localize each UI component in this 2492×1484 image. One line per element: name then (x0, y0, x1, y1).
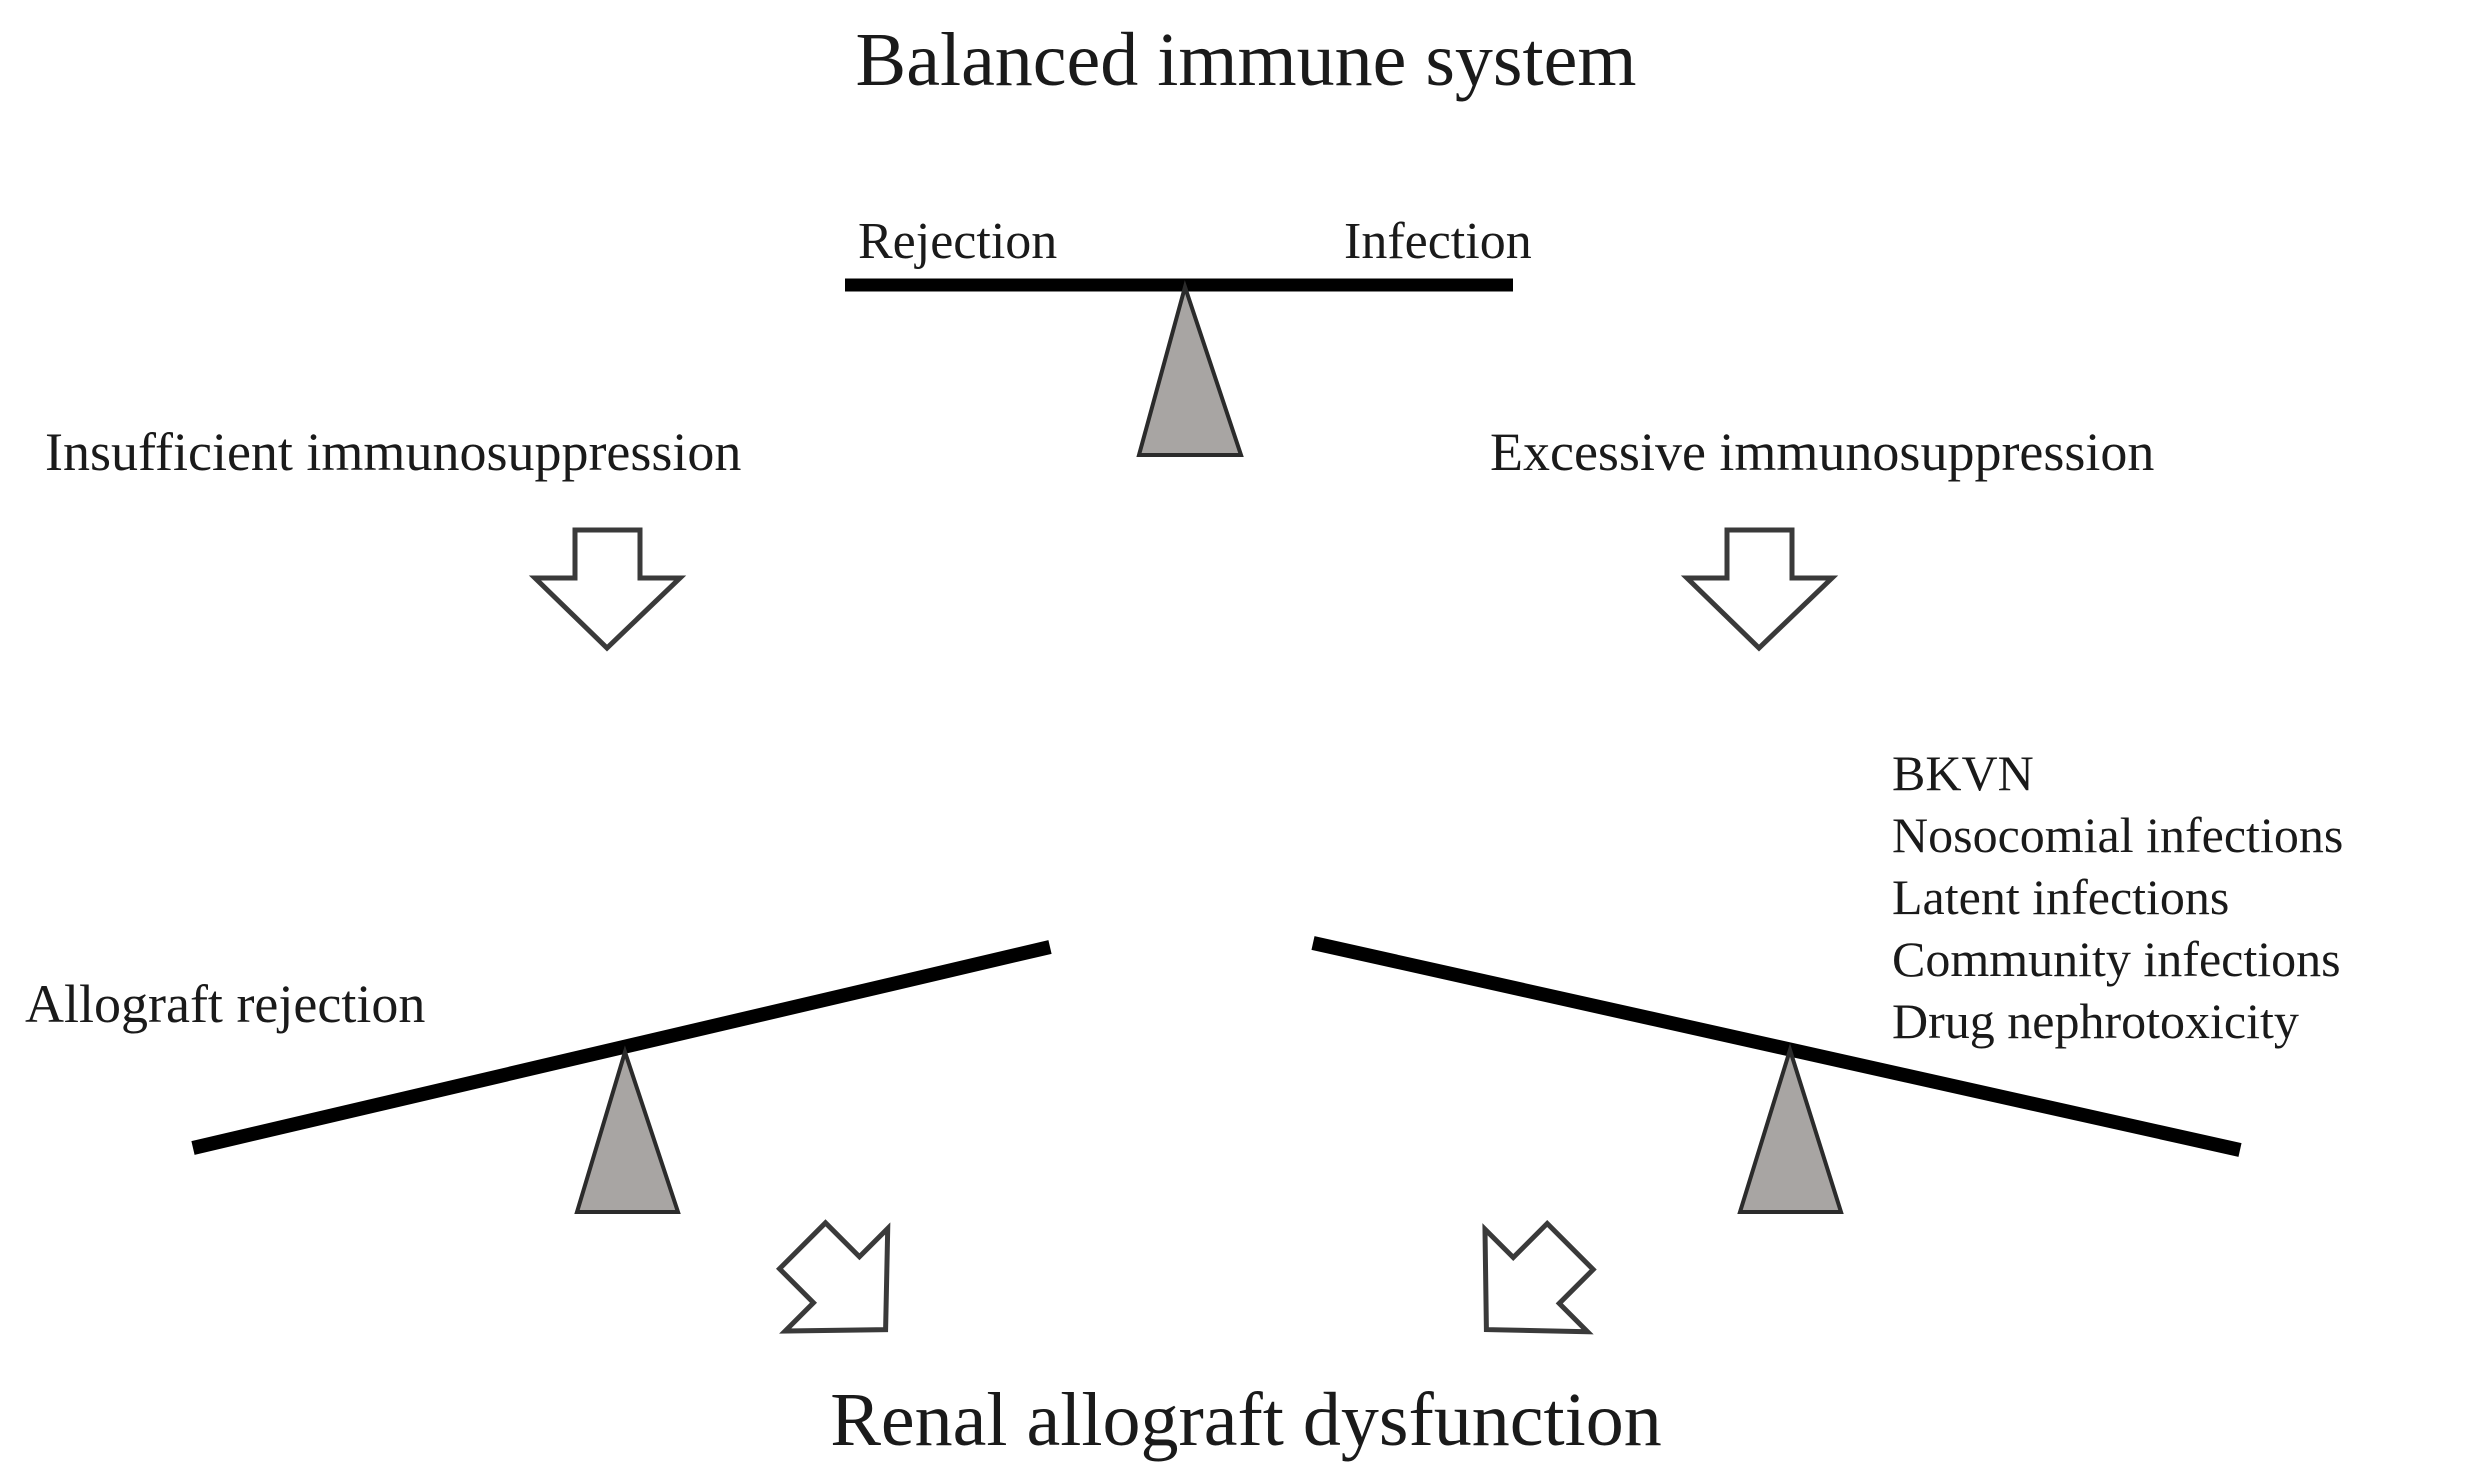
right-cause-label: Excessive immunosuppression (1490, 422, 2154, 482)
lower-right-balance-beam (1311, 936, 2242, 1157)
top-fulcrum-triangle (1136, 280, 1244, 457)
top-beam-left-label: Rejection (858, 213, 1057, 270)
list-item: Nosocomial infections (1892, 807, 2343, 863)
down-arrow-icon-right (1680, 527, 1839, 652)
top-beam-right-label: Infection (1344, 213, 1532, 270)
down-right-arrow-icon (775, 1219, 891, 1334)
lower-left-fulcrum-triangle (574, 1045, 681, 1214)
list-item: Community infections (1892, 931, 2341, 987)
list-item: Drug nephrotoxicity (1892, 993, 2299, 1049)
lower-left-balance-beam (191, 940, 1052, 1155)
left-outcome-label: Allograft rejection (25, 974, 425, 1034)
left-cause-label: Insufficient immunosuppression (45, 422, 741, 482)
lower-right-fulcrum-triangle (1737, 1043, 1844, 1214)
down-left-arrow-icon (1482, 1219, 1597, 1335)
down-arrow-icon-left (528, 527, 687, 652)
top-title: Balanced immune system (856, 18, 1637, 102)
list-item: Latent infections (1892, 869, 2229, 925)
bottom-title: Renal allograft dysfunction (830, 1378, 1662, 1462)
list-item: BKVN (1892, 745, 2034, 801)
